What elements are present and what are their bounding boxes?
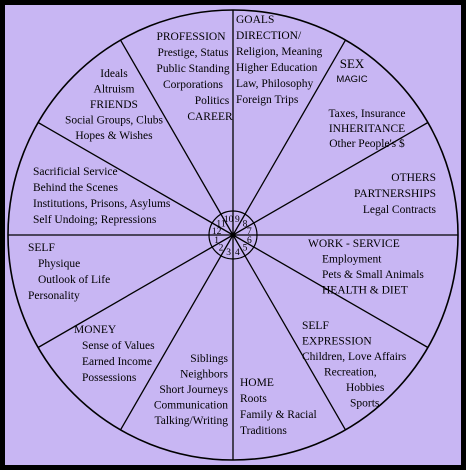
house-label-line: Earned Income — [82, 356, 152, 368]
cusp-line — [37, 234, 234, 349]
house-label-line: FRIENDS — [90, 99, 138, 111]
house-label-line: MAGIC — [336, 74, 367, 85]
house-label-line: CAREER — [187, 111, 233, 123]
house-label-line: Sense of Values — [82, 340, 155, 352]
cusp-line — [37, 121, 234, 236]
house-label-line: Social Groups, Clubs — [65, 115, 164, 127]
house-label-line: Sports — [350, 398, 380, 410]
house-label-line: Outlook of Life — [38, 274, 110, 286]
house-label-line: MONEY — [74, 324, 117, 336]
house-number-7: 7 — [247, 227, 252, 237]
house-label-line: Foreign Trips — [236, 94, 299, 106]
house-label-line: Other People's $ — [329, 137, 405, 150]
house-label-line: INHERITANCE — [329, 123, 405, 135]
house-label-h7: OTHERS PARTNERSHIPS Legal Contracts — [354, 172, 436, 216]
house-label-line: Politics — [195, 95, 230, 107]
house-label-line: Possessions — [82, 372, 137, 384]
house-label-line: Children, Love Affairs — [302, 351, 407, 363]
house-label-line: Physique — [38, 258, 80, 270]
house-label-line: Employment — [322, 254, 382, 266]
house-label-line: Higher Education — [236, 62, 318, 74]
house-label-line: Hopes & Wishes — [75, 130, 153, 142]
house-label-line: SEX — [340, 56, 365, 71]
house-label-line: Traditions — [240, 425, 287, 437]
house-label-line: Short Journeys — [159, 384, 228, 396]
house-label-line: Prestige, Status — [158, 47, 229, 59]
house-number-1: 1 — [214, 236, 219, 246]
cusp-line — [232, 234, 347, 431]
house-number-9: 9 — [235, 215, 240, 225]
house-number-2: 2 — [219, 244, 224, 254]
house-number-5: 5 — [243, 244, 248, 254]
house-number-8: 8 — [243, 220, 248, 230]
house-label-line: Institutions, Prisons, Asylums — [33, 198, 171, 210]
house-label-line: Recreation, — [324, 367, 377, 379]
house-number-11: 11 — [216, 220, 225, 230]
house-label-line: SELF — [302, 320, 329, 332]
house-label-line: Self Undoing; Repressions — [33, 214, 157, 226]
house-label-line: Neighbors — [180, 369, 228, 381]
house-label-line: Taxes, Insurance — [328, 108, 405, 120]
house-label-line: Communication — [154, 400, 228, 412]
house-label-line: Pets & Small Animals — [322, 269, 424, 281]
wheel-lines — [7, 9, 459, 461]
house-number-12: 12 — [212, 227, 222, 237]
house-label-h8a: SEX MAGIC — [336, 56, 367, 85]
house-label-line: Corporations — [163, 79, 224, 91]
house-number-4: 4 — [235, 248, 240, 258]
house-number-10: 10 — [224, 215, 234, 225]
house-label-line: Legal Contracts — [363, 204, 437, 216]
house-label-line: DIRECTION/ — [236, 30, 302, 42]
house-label-line: GOALS — [236, 14, 274, 26]
house-label-line: Sacrificial Service — [33, 166, 118, 178]
cusp-line — [119, 39, 234, 236]
house-label-line: Roots — [240, 393, 267, 405]
house-label-line: Behind the Scenes — [33, 182, 118, 194]
house-label-line: EXPRESSION — [302, 336, 372, 348]
house-label-line: Altruism — [94, 84, 135, 96]
house-label-line: HEALTH & DIET — [322, 285, 408, 297]
house-label-line: Personality — [28, 290, 80, 302]
house-label-line: HOME — [240, 377, 274, 389]
cusp-line — [232, 121, 429, 236]
house-number-6: 6 — [247, 236, 252, 246]
house-label-line: Hobbies — [346, 382, 385, 394]
house-label-line: Public Standing — [156, 63, 229, 75]
house-label-line: PROFESSION — [156, 31, 226, 43]
house-label-line: SELF — [28, 242, 55, 254]
house-number-3: 3 — [226, 248, 231, 258]
house-label-line: Law, Philosophy — [236, 78, 313, 90]
house-label-line: Talking/Writing — [155, 415, 229, 427]
house-label-line: WORK - SERVICE — [308, 238, 400, 250]
house-label-h5: SELF EXPRESSION Children, Love AffairsRecr… — [302, 320, 407, 410]
house-label-line: Ideals — [100, 68, 128, 80]
house-label-line: PARTNERSHIPS — [354, 188, 436, 200]
house-label-line: Religion, Meaning — [236, 46, 322, 58]
house-label-line: Family & Racial — [240, 409, 317, 421]
house-label-line: Siblings — [190, 353, 228, 365]
cusp-line — [232, 234, 429, 349]
cusp-line — [232, 39, 347, 236]
house-label-line: OTHERS — [391, 172, 436, 184]
cusp-line — [119, 234, 234, 431]
